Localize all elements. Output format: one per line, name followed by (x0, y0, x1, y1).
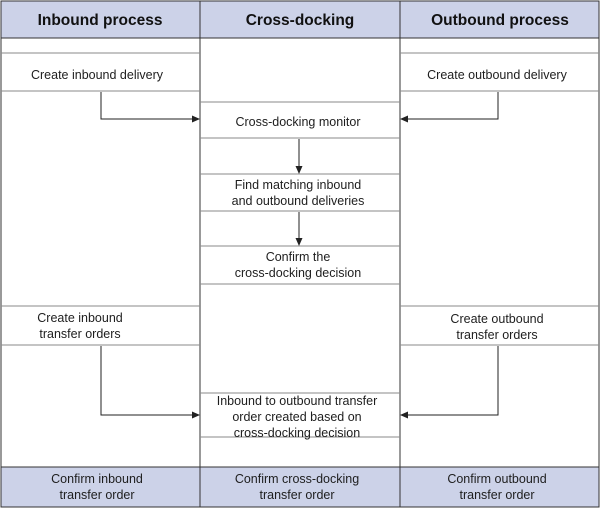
step-label-line: Inbound to outbound transfer (217, 394, 378, 408)
step-label-line: Create inbound (37, 311, 123, 325)
step-label-line: Confirm inbound (51, 472, 143, 486)
lane-title-inbound: Inbound process (38, 12, 163, 29)
step-confirm-outbound-transfer-order: Confirm outbound transfer order (447, 472, 546, 502)
step-label-line: order created based on (232, 410, 361, 424)
step-label-line: transfer orders (456, 328, 537, 342)
step-label-line: transfer order (459, 488, 534, 502)
step-label-line: Confirm cross-docking (235, 472, 359, 486)
step-inbound-to-outbound-transfer-order: Inbound to outbound transfer order create… (217, 394, 378, 440)
step-label-line: and outbound deliveries (232, 194, 365, 208)
arrowhead-icon (295, 166, 303, 174)
step-label-line: transfer orders (39, 327, 120, 341)
arrowhead-icon (400, 115, 408, 123)
connector-outbound-delivery-to-monitor (408, 92, 499, 120)
arrowhead-icon (400, 411, 408, 419)
arrowhead-icon (295, 238, 303, 246)
step-label-line: cross-docking decision (235, 266, 361, 280)
header-band (1, 1, 599, 38)
step-find-matching-deliveries: Find matching inbound and outbound delive… (232, 178, 365, 208)
lane-title-cross-docking: Cross-docking (246, 12, 355, 29)
connector-inbound-to-to-cross-dock-to (100, 346, 192, 416)
step-label-line: Confirm outbound (447, 472, 546, 486)
step-label-line: Find matching inbound (235, 178, 362, 192)
connector-inbound-delivery-to-monitor (100, 92, 192, 120)
step-confirm-inbound-transfer-order: Confirm inbound transfer order (51, 472, 143, 502)
step-label-line: transfer order (259, 488, 334, 502)
arrowhead-icon (192, 115, 200, 123)
step-label-line: Confirm the (266, 250, 331, 264)
step-label-line: transfer order (59, 488, 134, 502)
step-create-inbound-transfer-orders: Create inbound transfer orders (37, 311, 123, 341)
arrowhead-icon (192, 411, 200, 419)
step-create-outbound-delivery: Create outbound delivery (427, 68, 567, 82)
step-label-line: Create outbound delivery (427, 68, 567, 82)
step-cross-docking-monitor: Cross-docking monitor (235, 115, 360, 129)
step-label-line: Cross-docking monitor (235, 115, 360, 129)
step-label-line: Create inbound delivery (31, 68, 164, 82)
step-create-outbound-transfer-orders: Create outbound transfer orders (450, 312, 543, 342)
step-label-line: cross-docking decision (234, 426, 360, 440)
lane-title-outbound: Outbound process (431, 12, 569, 29)
step-confirm-cross-docking-decision: Confirm the cross-docking decision (235, 250, 361, 280)
footer-band (1, 467, 599, 507)
step-confirm-cross-docking-transfer-order: Confirm cross-docking transfer order (235, 472, 359, 502)
connector-outbound-to-to-cross-dock-to (408, 346, 499, 416)
step-create-inbound-delivery: Create inbound delivery (31, 68, 164, 82)
step-label-line: Create outbound (450, 312, 543, 326)
